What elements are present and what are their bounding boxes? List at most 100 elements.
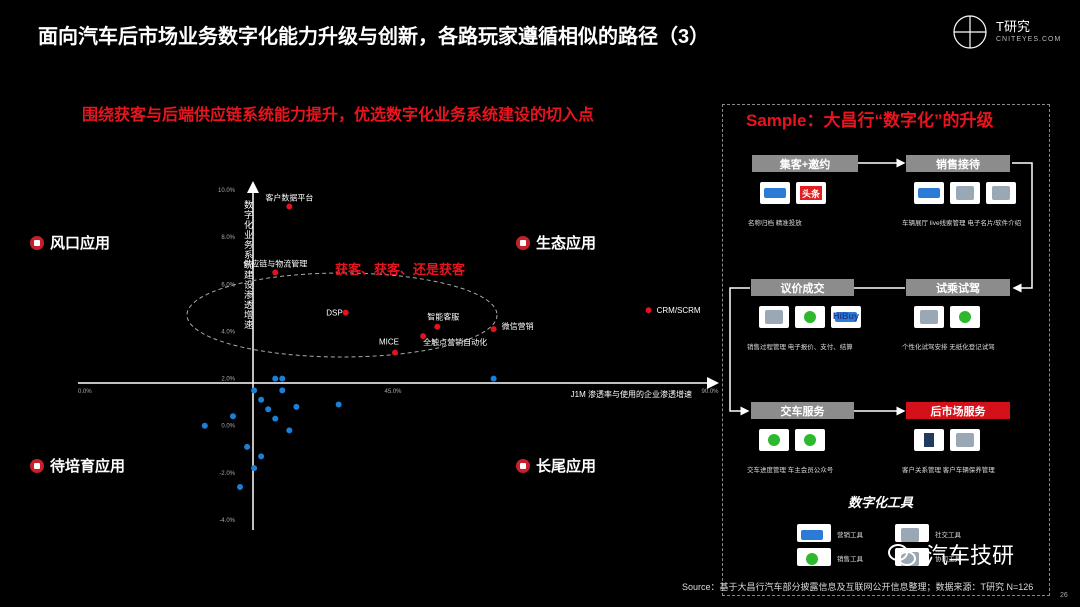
- watermark: 汽车技研: [888, 538, 1014, 570]
- app-logo-icon: HiBuy: [831, 306, 861, 328]
- source-note: Source：基于大昌行汽车部分披露信息及互联网公开信息整理；数据来源：T研究 …: [682, 582, 1034, 592]
- blue-data-point: [279, 375, 286, 382]
- section-subtitle: 围绕获客与后端供应链系统能力提升，优选数字化业务系统建设的切入点: [82, 107, 595, 124]
- app-logo-icon: [914, 182, 944, 204]
- data-point-label: 智能客服: [427, 312, 459, 322]
- blue-data-point: [244, 443, 251, 450]
- y-tick-label: 6.0%: [221, 282, 235, 288]
- tool-logo-icon: [895, 524, 929, 542]
- tool-label: 协同工具: [935, 556, 961, 563]
- quadrant-icon: [516, 458, 530, 473]
- data-point-label: 全触点营销自动化: [423, 337, 487, 347]
- red-data-point: [490, 326, 497, 333]
- blue-data-point: [265, 406, 272, 413]
- page-number: 26: [1060, 592, 1068, 599]
- quadrant-label: 长尾应用: [536, 458, 597, 475]
- scatter-chart: 10.0% 8.0% 6.0% 4.0% 2.0% 0.0% -2.0% -4.0% 0.0% 4…: [78, 181, 719, 530]
- y-axis-label: 数字化业务系统建设渗透增速: [243, 199, 253, 330]
- data-point-label: CRM/SCRM: [657, 306, 701, 315]
- quadrant-label: 待培育应用: [50, 458, 126, 475]
- stage-5-label: 交车服务: [751, 402, 854, 419]
- x-tick-label: 90.0%: [701, 389, 719, 395]
- blue-data-point: [201, 422, 208, 429]
- stage-6-label: 后市场服务: [906, 402, 1010, 419]
- quadrant-top-right: 生态应用: [516, 232, 596, 253]
- sample-panel: [722, 104, 1050, 596]
- red-data-point: [272, 269, 279, 276]
- annotation-label: 获客、获客、还是获客: [335, 262, 466, 277]
- stage-caption: 交车进度管理 车主会员公众号: [747, 467, 834, 474]
- app-logo-icon: [795, 306, 825, 328]
- stage-caption: 名称归档 精准投放: [748, 220, 802, 227]
- page-title: 面向汽车后市场业务数字化能力升级与创新，各路玩家遵循相似的路径（3）: [38, 26, 710, 48]
- data-point-label: 供应链与物流管理: [243, 259, 307, 269]
- x-tick-label: 45.0%: [384, 389, 402, 395]
- logo-brand-text: T研究: [996, 19, 1030, 34]
- data-point-label: DSP: [326, 309, 342, 318]
- y-tick-label: -2.0%: [219, 471, 235, 477]
- tool-label: 社交工具: [935, 532, 961, 539]
- red-data-point: [342, 309, 349, 316]
- red-data-point: [645, 307, 652, 314]
- sample-panel-title: Sample：大昌行“数字化”的升级: [740, 106, 1000, 131]
- quadrant-label: 生态应用: [536, 235, 597, 252]
- tools-title: 数字化工具: [848, 495, 914, 510]
- stage-4-label: 试乘试驾: [906, 279, 1010, 296]
- tool-label: 营销工具: [837, 532, 863, 539]
- tool-logo-icon: [797, 548, 831, 566]
- red-data-point: [392, 349, 398, 356]
- app-logo-icon: [760, 182, 790, 204]
- stage-1-label: 集客+邀约: [752, 155, 858, 172]
- app-logo-icon: [986, 182, 1016, 204]
- logo-mark-icon: [953, 15, 987, 49]
- blue-data-point: [251, 465, 258, 472]
- brand-logo: T研究 CNITEYES.COM: [950, 10, 1070, 54]
- app-logo-icon: [795, 429, 825, 451]
- quadrant-icon: [516, 235, 530, 250]
- data-point-label: 客户数据平台: [265, 193, 313, 203]
- app-logo-icon: [950, 429, 980, 451]
- wechat-icon: [888, 542, 918, 566]
- y-tick-label: 10.0%: [218, 188, 236, 194]
- stage-caption: 个性化试驾安排 无纸化登记试驾: [902, 344, 995, 351]
- app-logo-icon: [950, 182, 980, 204]
- blue-data-point: [293, 403, 300, 410]
- y-tick-label: 4.0%: [221, 329, 235, 335]
- tool-label: 销售工具: [837, 556, 863, 563]
- quadrant-icon: [30, 235, 44, 250]
- red-data-point: [434, 323, 441, 330]
- watermark-text: 汽车技研: [926, 543, 1015, 568]
- app-logo-icon: [914, 429, 944, 451]
- y-tick-label: -4.0%: [219, 518, 235, 524]
- app-logo-icon: [950, 306, 980, 328]
- stage-2-label: 销售接待: [906, 155, 1010, 172]
- blue-data-point: [490, 375, 497, 382]
- stage-3-label: 议价成交: [751, 279, 854, 296]
- y-tick-label: 2.0%: [221, 377, 235, 383]
- quadrant-bottom-left: 待培育应用: [30, 455, 125, 476]
- blue-data-point: [279, 387, 286, 394]
- app-logo-icon: 头条: [796, 182, 826, 204]
- quadrant-label: 风口应用: [50, 235, 111, 252]
- stage-caption: 客户关系管理 客户车辆保养管理: [902, 467, 995, 474]
- y-tick-label: 0.0%: [221, 424, 235, 430]
- quadrant-icon: [30, 458, 44, 473]
- app-logo-icon: [759, 306, 789, 328]
- blue-data-point: [229, 413, 236, 420]
- app-logo-icon: [914, 306, 944, 328]
- x-tick-label: 0.0%: [78, 389, 92, 395]
- blue-data-point: [286, 427, 293, 434]
- logo-sub-text: CNITEYES.COM: [996, 36, 1062, 43]
- highlight-ellipse: [186, 272, 498, 358]
- quadrant-bottom-right: 长尾应用: [516, 455, 596, 476]
- stage-caption: 车辆展厅 live线索管理 电子名片/软件介绍: [902, 220, 1022, 227]
- app-logo-icon: [759, 429, 789, 451]
- blue-data-point: [335, 401, 342, 408]
- y-tick-label: 8.0%: [221, 235, 235, 241]
- blue-data-point: [272, 415, 279, 422]
- stage-caption: 销售过程管理 电子报价、支付、结算: [747, 344, 853, 351]
- tool-logo-icon: [797, 524, 831, 542]
- blue-data-point: [258, 396, 265, 403]
- red-data-point: [420, 333, 427, 340]
- data-point-label: 微信营销: [502, 321, 534, 331]
